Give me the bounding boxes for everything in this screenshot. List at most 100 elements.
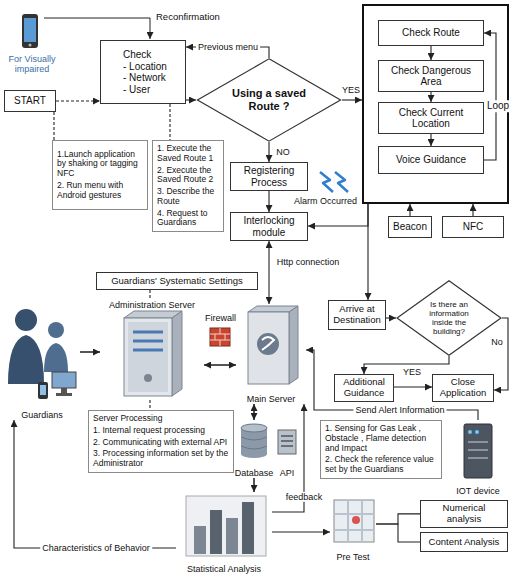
edge-label: No [489, 337, 505, 347]
guardians-figure [40, 385, 46, 395]
node-text: 4. Request to Guardians [157, 209, 219, 229]
database-icon [241, 450, 267, 458]
edge-label: Http connection [275, 257, 342, 267]
main-server-icon [289, 306, 298, 384]
free-label: Alarm Occurred [294, 196, 357, 206]
statistics-node: Statistical Analysis [176, 492, 272, 574]
process-box: Registering Process [230, 162, 308, 191]
sensor-box: Beacon [388, 216, 432, 238]
process-box: Voice Guidance [378, 146, 484, 174]
connector [149, 400, 150, 410]
iot-device-icon [475, 430, 479, 434]
node-text: Server Processing [93, 414, 229, 424]
api-icon [281, 440, 293, 442]
statistics-icon [186, 496, 266, 556]
guardians-figure [48, 322, 64, 338]
api-icon [278, 430, 296, 454]
connector [169, 104, 170, 140]
node-text: IOT device [456, 486, 499, 496]
guardians-figure [8, 309, 76, 399]
node-text: Content Analysis [425, 537, 503, 548]
server-node: Administration Server [100, 300, 204, 400]
connector [394, 386, 432, 387]
connector [253, 404, 255, 420]
connector [472, 204, 473, 216]
node-text: Main Server [247, 394, 296, 404]
connector [268, 142, 269, 162]
administration-server-icon [124, 311, 182, 396]
guardians-figure [44, 343, 68, 372]
connector [376, 524, 420, 542]
main-server-icon [248, 306, 298, 384]
main-server-icon [262, 337, 274, 350]
connector [367, 204, 368, 300]
note-box: 1. Execute the Saved Route 12. Execute t… [152, 140, 224, 232]
connector [386, 317, 396, 318]
server-node: Main Server [236, 304, 306, 404]
node-text: Administration Server [109, 300, 195, 310]
connector [53, 112, 54, 140]
connector [430, 46, 431, 60]
guardians-figure [38, 382, 48, 399]
node-text: API [280, 468, 295, 478]
administration-server-icon [144, 374, 152, 382]
connector [272, 531, 330, 532]
api-icon [281, 435, 293, 437]
connector [186, 99, 196, 100]
diamond-text-area: Is there an information inside the build… [421, 300, 477, 337]
connector [253, 478, 255, 492]
firewall-icon [210, 328, 230, 346]
connector [430, 134, 431, 146]
connector [268, 241, 269, 304]
node-text: Beacon [393, 221, 427, 233]
node-text: Pre Test [337, 552, 370, 562]
loop-group: LoopCheck RouteCheck Dangerous AreaCheck… [362, 4, 509, 204]
node-text: Arrive at Destination [333, 304, 381, 326]
phone-icon [29, 44, 32, 47]
database-node: Database [236, 420, 272, 478]
analysis-box: Content Analysis [420, 532, 508, 552]
process-box: Check- Location- Network- User [100, 40, 186, 104]
connector [376, 514, 420, 524]
api-icon [278, 430, 296, 454]
node-text: 2. Check the reference value set by the … [325, 455, 437, 475]
connector [56, 100, 100, 101]
pre-test-map-icon [334, 500, 374, 542]
edge-label: Previous menu [196, 42, 260, 52]
iot-node: IOT device [448, 420, 508, 496]
connector [342, 99, 362, 100]
node-text: Loop [485, 100, 511, 112]
iot-device-icon [468, 441, 488, 443]
phone-icon [22, 14, 38, 48]
note-box: Server Processing1. Internal request pro… [88, 410, 234, 473]
connector [430, 92, 431, 102]
alarm-lightning [335, 172, 348, 192]
process-box: Close Application [432, 374, 494, 402]
pre-test-map-icon [334, 500, 374, 542]
note-box: 1.Launch application by shaking or taggi… [52, 140, 148, 210]
node-text: 3. Processing information set by the Adm… [93, 449, 229, 469]
sensor-box: NFC [442, 216, 504, 238]
process-box: Check Dangerous Area [378, 60, 484, 92]
node-text: Numerical analysis [425, 503, 503, 525]
edge-label: Send Alert Information [353, 405, 446, 415]
pre-test-node: Pre Test [330, 496, 376, 562]
alarm-lightning [320, 172, 333, 192]
node-text: - User [105, 84, 181, 96]
settings-box: Guardians' Systematic Settings [96, 272, 258, 290]
terminal-box: START [4, 90, 56, 112]
analysis-box: Numerical analysis [420, 500, 508, 528]
database-icon [241, 424, 267, 432]
statistics-icon [194, 526, 206, 554]
guardians-figure [52, 372, 76, 388]
iot-device-icon [464, 424, 492, 478]
statistics-icon [242, 502, 254, 554]
node-text: NFC [447, 221, 499, 233]
node-text: Check Current Location [383, 107, 479, 130]
node-text: 1.Launch application by shaking or taggi… [57, 150, 143, 179]
connector [268, 191, 269, 212]
connector [484, 33, 496, 160]
connector [204, 364, 236, 366]
guardians-figure [56, 393, 72, 396]
